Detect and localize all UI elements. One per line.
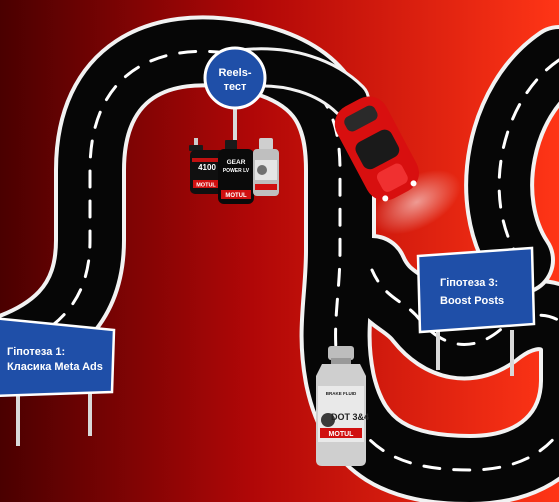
motul-bottle-silver <box>253 138 279 196</box>
reels-sign-pole <box>233 100 237 140</box>
hypothesis-1-pole <box>88 380 92 436</box>
reels-sign-disc <box>203 46 267 110</box>
bottle-1-brand: MOTUL <box>196 183 216 189</box>
hypothesis-1-sign: Гіпотеза 1: Класика Meta Ads <box>0 317 116 446</box>
reels-sign-line1: Reels- <box>218 67 251 79</box>
motul-bottle-gear-power: GEAR POWER LV MOTUL <box>218 140 254 204</box>
motul-brake-fluid-bottle: BRAKE FLUID DOT 3&4 MOTUL <box>316 346 369 466</box>
hypothesis-3-pole <box>436 328 440 370</box>
hypothesis-3-line1: Гіпотеза 3: <box>440 277 498 289</box>
bottle-2-top: GEAR <box>227 159 246 166</box>
car-headlight <box>410 180 417 187</box>
car-windshield <box>355 129 400 170</box>
hypothesis-1-line2: Класика Meta Ads <box>7 361 103 373</box>
hypothesis-1-pole <box>16 380 20 446</box>
red-sports-car <box>334 96 461 235</box>
brake-fluid-line2: DOT 3&4 <box>331 412 369 422</box>
bottle-2-sub: POWER LV <box>223 168 250 174</box>
car-rear-window <box>344 105 378 132</box>
bottle-2-brand: MOTUL <box>225 193 247 199</box>
hypothesis-3-pole <box>510 330 514 376</box>
bottle-1-top: 4100 <box>198 163 216 172</box>
car-headlight <box>382 195 389 202</box>
hypothesis-1-line1: Гіпотеза 1: <box>7 346 65 358</box>
brake-fluid-brand: MOTUL <box>329 431 355 438</box>
hypothesis-3-line2: Boost Posts <box>440 295 504 307</box>
reels-sign-line2: тест <box>224 81 247 93</box>
motul-bottle-4100: 4100 MOTUL <box>189 138 224 194</box>
brake-fluid-line1: BRAKE FLUID <box>326 391 357 396</box>
hypothesis-1-panel <box>0 317 116 397</box>
hypothesis-3-panel <box>416 246 536 334</box>
reels-sign: Reels- тест <box>203 46 267 140</box>
car-hood-highlight <box>376 163 408 192</box>
hypothesis-3-sign: Гіпотеза 3: Boost Posts <box>416 246 536 376</box>
